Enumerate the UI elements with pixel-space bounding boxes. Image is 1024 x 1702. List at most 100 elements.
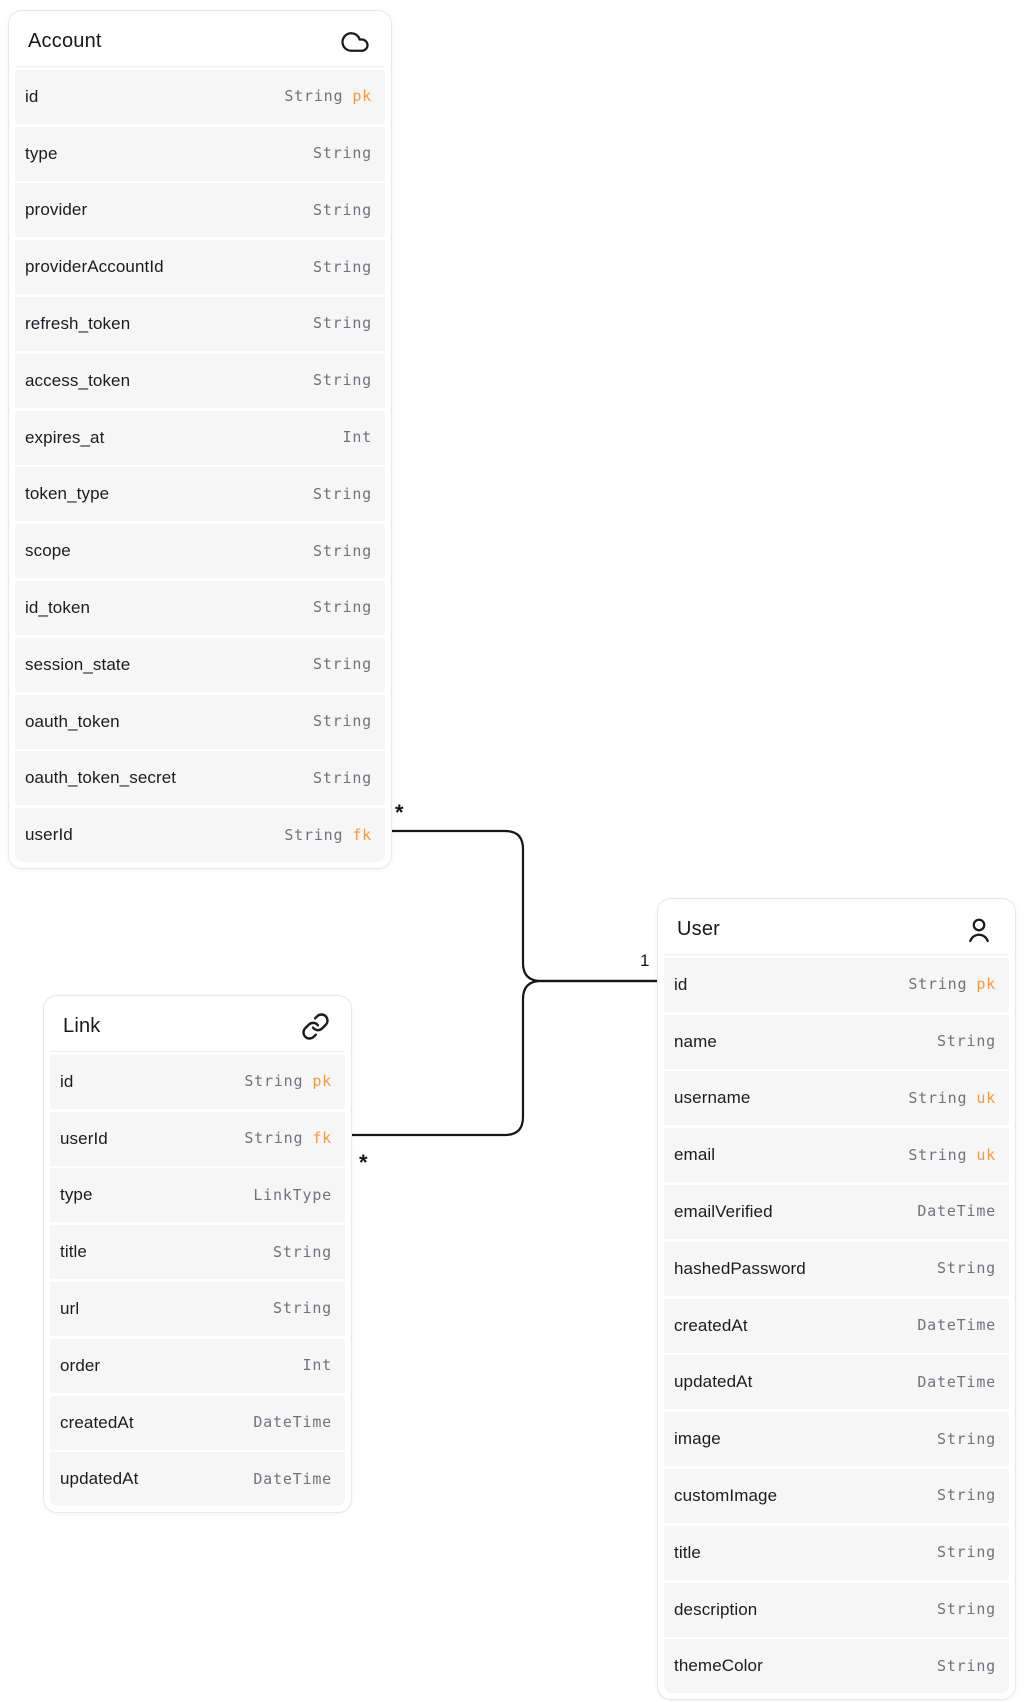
field-name: id_token bbox=[25, 597, 91, 617]
field-type-group: DateTime bbox=[253, 1470, 332, 1489]
field-name: userId bbox=[25, 825, 73, 845]
field-name: hashedPassword bbox=[674, 1258, 806, 1278]
field-badge-uk: uk bbox=[976, 1145, 996, 1164]
field-type: String bbox=[937, 1543, 996, 1562]
field-type: String bbox=[244, 1129, 304, 1148]
field-type: String bbox=[937, 1486, 996, 1505]
field-name: provider bbox=[25, 200, 88, 220]
link-icon bbox=[300, 1012, 330, 1042]
field-name: type bbox=[60, 1185, 93, 1205]
field-name: themeColor bbox=[674, 1656, 763, 1676]
field-badge-pk: pk bbox=[352, 87, 372, 106]
field-name: updatedAt bbox=[674, 1372, 753, 1392]
field-row-image: image String bbox=[664, 1412, 1009, 1467]
field-type: String bbox=[937, 1032, 996, 1051]
field-name: image bbox=[674, 1429, 721, 1449]
field-type-group: String bbox=[313, 655, 372, 674]
field-type: String bbox=[313, 484, 372, 503]
field-type: String bbox=[273, 1299, 332, 1318]
field-type-group: String bbox=[937, 1543, 996, 1562]
cloud-icon bbox=[340, 27, 370, 57]
field-type: DateTime bbox=[917, 1202, 996, 1221]
field-type: String bbox=[313, 314, 372, 333]
cardinality-many: * bbox=[395, 800, 404, 825]
field-name: refresh_token bbox=[25, 313, 131, 333]
field-type-group: DateTime bbox=[253, 1413, 332, 1432]
cardinality-many: * bbox=[359, 1150, 368, 1175]
field-type-group: String bbox=[937, 1657, 996, 1676]
field-type: String bbox=[313, 371, 372, 390]
table-header[interactable]: User bbox=[664, 905, 1009, 955]
field-name: id bbox=[674, 974, 688, 994]
field-name: username bbox=[674, 1088, 751, 1108]
field-type-group: String bbox=[273, 1243, 332, 1262]
field-type: LinkType bbox=[253, 1185, 332, 1204]
field-type: String bbox=[937, 1600, 996, 1619]
field-type-group: String bbox=[313, 144, 372, 163]
field-row-expires_at: expires_at Int bbox=[15, 410, 385, 465]
field-type-group: Int bbox=[303, 1356, 333, 1375]
field-name: id bbox=[25, 86, 39, 106]
field-type: Int bbox=[342, 428, 372, 447]
field-type-group: LinkType bbox=[253, 1186, 332, 1205]
field-type-group: String bbox=[313, 769, 372, 788]
field-type-group: String bbox=[937, 1259, 996, 1278]
field-name: expires_at bbox=[25, 427, 105, 447]
field-type-group: String bbox=[313, 712, 372, 731]
field-row-token_type: token_type String bbox=[15, 467, 385, 522]
field-type: String bbox=[313, 144, 372, 163]
field-type-group: String bbox=[273, 1299, 332, 1318]
field-name: title bbox=[674, 1542, 701, 1562]
field-row-refresh_token: refresh_token String bbox=[15, 296, 385, 351]
field-type: String bbox=[937, 1259, 996, 1278]
field-type: DateTime bbox=[253, 1469, 332, 1488]
field-name: oauth_token_secret bbox=[25, 768, 177, 788]
field-type-group: String bbox=[937, 1430, 996, 1449]
field-name: session_state bbox=[25, 654, 131, 674]
field-type: String bbox=[244, 1072, 304, 1091]
field-name: type bbox=[25, 143, 58, 163]
field-name: description bbox=[674, 1599, 758, 1619]
field-type-group: String bbox=[313, 201, 372, 220]
field-type-group: DateTime bbox=[917, 1202, 996, 1221]
field-badge-uk: uk bbox=[976, 1088, 996, 1107]
table-header[interactable]: Link bbox=[50, 1002, 345, 1052]
field-name: userId bbox=[60, 1128, 108, 1148]
field-name: token_type bbox=[25, 484, 110, 504]
field-type: String bbox=[313, 200, 372, 219]
field-type-group: Int bbox=[343, 428, 373, 447]
table-header[interactable]: Account bbox=[15, 17, 385, 67]
field-type: String bbox=[313, 768, 372, 787]
relation-account-user bbox=[381, 829, 665, 983]
field-type-group: String bbox=[313, 542, 372, 561]
table-title: User bbox=[677, 918, 721, 940]
field-type-group: String bbox=[937, 1032, 996, 1051]
cardinality-one: 1 bbox=[640, 951, 650, 970]
field-type-group: String bbox=[937, 1486, 996, 1505]
field-row-provider: provider String bbox=[15, 183, 385, 238]
field-type: String bbox=[313, 257, 372, 276]
field-name: createdAt bbox=[60, 1412, 134, 1432]
field-name: order bbox=[60, 1355, 101, 1375]
